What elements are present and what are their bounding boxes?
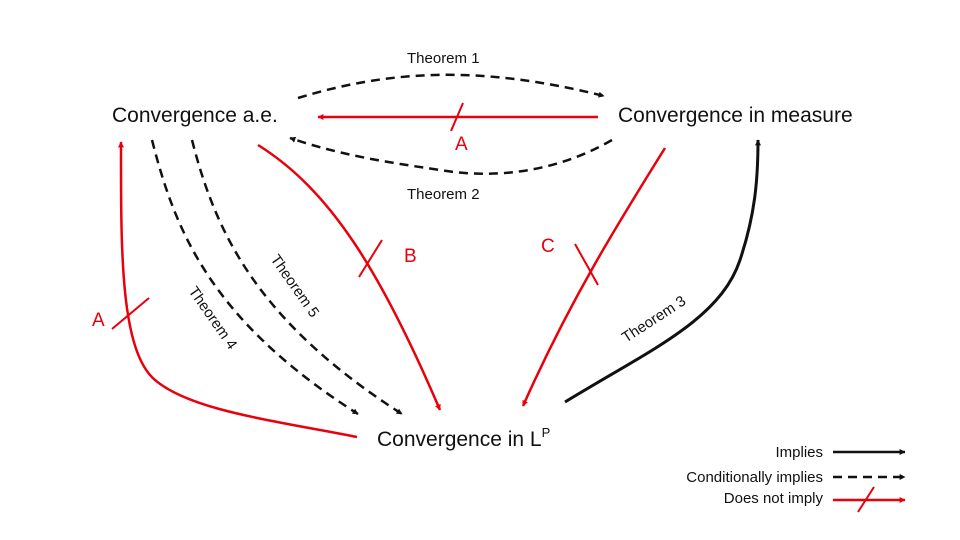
edge-measure-to-lp-strike [574,243,599,286]
edge-theorem-5-label: Theorem 5 [267,252,323,321]
edge-theorem-4-arrow [150,139,359,416]
legend-conditional-label: Conditionally implies [686,469,823,486]
legend-implies-label: Implies [775,444,823,461]
edge-theorem-5-arrow [190,139,403,416]
edge-ae-to-lp-counter-label: B [404,246,417,267]
node-convergence-ae: Convergence a.e. [112,104,278,127]
legend: Implies Conditionally implies Does not i… [686,444,906,513]
edge-lp-to-ae-counter-label: A [92,310,105,331]
node-convergence-in-lp: Convergence in LP [377,425,550,451]
edge-ae-to-lp-not-implies [257,143,442,411]
edge-measure-to-lp-counter-label: C [541,236,555,257]
legend-not-implies-label: Does not imply [724,490,824,507]
edge-theorem-2-label: Theorem 2 [407,186,480,203]
edge-theorem-1-label: Theorem 1 [407,50,480,67]
edge-measure-to-lp-not-implies [521,147,667,407]
edge-theorem-3-label: Theorem 3 [619,293,689,347]
edge-lp-to-ae-not-implies [117,141,358,439]
node-lp-superscript: P [542,425,551,440]
edge-theorem-3-arrow [564,139,761,404]
edge-lp-to-ae-strike [111,297,150,330]
legend-not-implies-strike [857,486,875,513]
edge-measure-to-ae-strike [450,102,464,132]
edge-measure-to-ae-counter-label: A [455,134,468,155]
node-convergence-in-measure: Convergence in measure [618,104,853,127]
edge-theorem-1-arrow [297,73,605,100]
edge-ae-to-lp-strike [358,239,383,278]
edge-theorem-4-label: Theorem 4 [185,284,241,353]
edge-theorem-2-arrow [289,136,613,175]
node-lp-label: Convergence in L [377,428,542,451]
